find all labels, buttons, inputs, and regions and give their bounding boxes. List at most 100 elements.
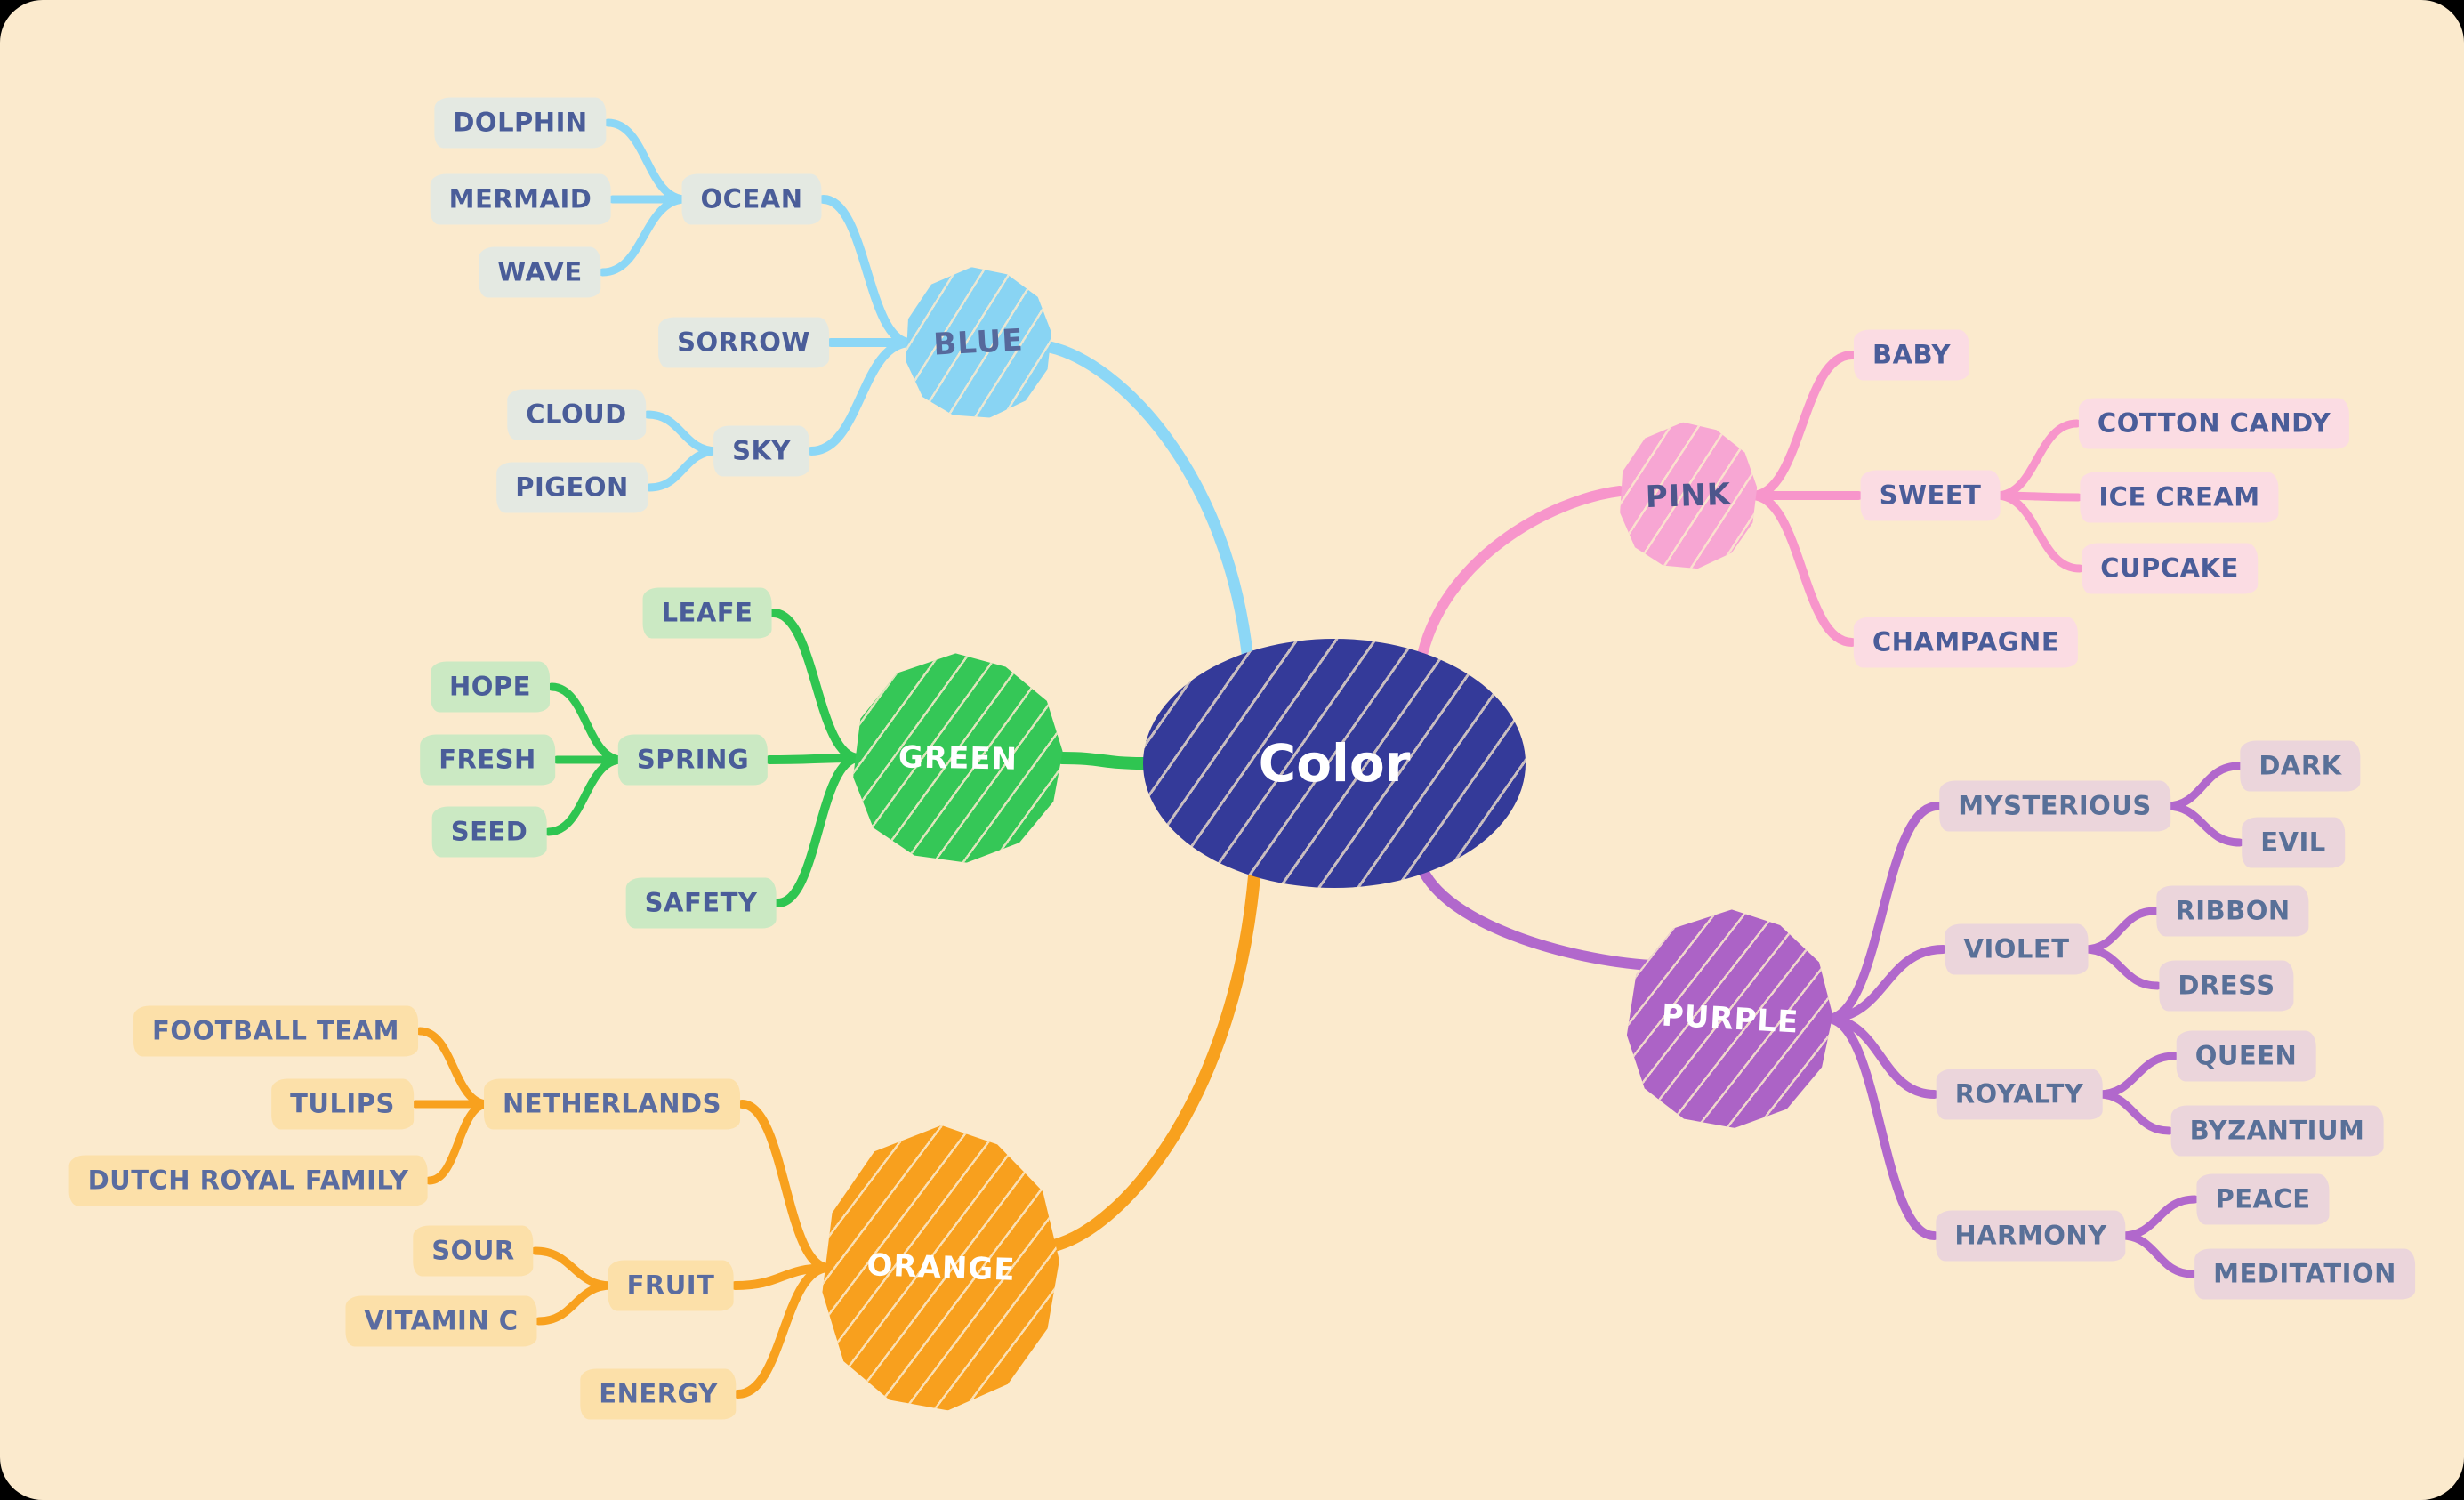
edge-purple-violet — [1823, 945, 1948, 1023]
node-hope[interactable]: HOPE — [431, 661, 550, 713]
node-label: SWEET — [1879, 480, 1982, 511]
node-blue[interactable]: BLUE — [901, 263, 1056, 422]
node-football-team[interactable]: FOOTBALL TEAM — [133, 1005, 418, 1057]
node-dress[interactable]: DRESS — [2159, 960, 2294, 1012]
node-sorrow[interactable]: SORROW — [658, 317, 829, 368]
node-label: MYSTERIOUS — [1958, 790, 2152, 821]
node-baby[interactable]: BABY — [1853, 329, 1970, 381]
node-label: ICE CREAM — [2098, 481, 2260, 512]
edge-color-pink — [1415, 486, 1625, 668]
node-label: DRESS — [2178, 970, 2275, 1001]
edge-color-purple — [1415, 859, 1656, 971]
node-leafe[interactable]: LEAFE — [642, 587, 772, 639]
node-byzantium[interactable]: BYZANTIUM — [2170, 1105, 2384, 1157]
node-label: Color — [1258, 733, 1411, 794]
edge-harmony-meditation — [2118, 1231, 2197, 1278]
edge-orange-netherlands — [737, 1100, 833, 1272]
node-fresh[interactable]: FRESH — [420, 734, 555, 786]
node-cloud[interactable]: CLOUD — [507, 389, 646, 440]
node-label: PEACE — [2215, 1183, 2311, 1214]
edge-blue-sky — [807, 338, 915, 456]
node-cotton-candy[interactable]: COTTON CANDY — [2078, 398, 2350, 449]
node-purple[interactable]: PURPLE — [1623, 905, 1839, 1133]
node-cupcake[interactable]: CUPCAKE — [2082, 543, 2258, 594]
node-pigeon[interactable]: PIGEON — [496, 462, 648, 513]
node-label: DUTCH ROYAL FAMILY — [87, 1165, 409, 1196]
node-label: BLUE — [932, 322, 1025, 363]
edge-pink-champagne — [1747, 491, 1856, 647]
edge-green-safety — [773, 754, 864, 907]
edge-violet-dress — [2081, 945, 2162, 990]
node-label: SKY — [732, 435, 791, 466]
node-color[interactable]: Color — [1143, 639, 1526, 888]
node-mermaid[interactable]: MERMAID — [430, 173, 611, 225]
node-label: OCEAN — [700, 183, 803, 214]
node-champagne[interactable]: CHAMPAGNE — [1853, 617, 2079, 668]
node-label: QUEEN — [2194, 1040, 2298, 1071]
node-label: HARMONY — [1954, 1220, 2107, 1251]
node-label: VITAMIN C — [364, 1305, 519, 1336]
node-vitamin-c[interactable]: VITAMIN C — [345, 1295, 537, 1347]
node-label: GREEN — [898, 738, 1019, 778]
node-label: ORANGE — [866, 1247, 1017, 1288]
node-label: ROYALTY — [1954, 1078, 2084, 1109]
node-tulips[interactable]: TULIPS — [271, 1078, 414, 1130]
node-dark[interactable]: DARK — [2240, 740, 2361, 792]
node-label: TULIPS — [290, 1088, 395, 1119]
edge-ocean-wave — [599, 195, 689, 277]
node-fruit[interactable]: FRUIT — [608, 1260, 734, 1311]
node-mysterious[interactable]: MYSTERIOUS — [1939, 780, 2170, 832]
node-harmony[interactable]: HARMONY — [1936, 1210, 2126, 1262]
node-dolphin[interactable]: DOLPHIN — [434, 97, 607, 149]
node-ice-cream[interactable]: ICE CREAM — [2080, 472, 2279, 523]
edge-royalty-byzantium — [2095, 1090, 2173, 1135]
node-label: SPRING — [636, 744, 750, 775]
edge-fruit-vitamin-c — [535, 1281, 616, 1326]
edge-spring-seed — [544, 755, 626, 836]
node-label: PINK — [1645, 476, 1732, 515]
node-peace[interactable]: PEACE — [2196, 1173, 2330, 1225]
node-label: COTTON CANDY — [2097, 407, 2331, 439]
node-label: SEED — [450, 816, 528, 847]
edge-purple-harmony — [1823, 1014, 1939, 1240]
node-royalty[interactable]: ROYALTY — [1936, 1069, 2103, 1120]
node-label: FRUIT — [626, 1270, 715, 1301]
node-pink[interactable]: PINK — [1617, 420, 1760, 571]
edge-color-green — [1056, 752, 1149, 770]
node-netherlands[interactable]: NETHERLANDS — [484, 1078, 740, 1130]
node-wave[interactable]: WAVE — [479, 246, 601, 298]
node-spring[interactable]: SPRING — [617, 734, 769, 786]
node-label: DOLPHIN — [453, 107, 588, 138]
node-label: PURPLE — [1660, 996, 1800, 1041]
node-violet[interactable]: VIOLET — [1945, 923, 2089, 975]
node-label: ENERGY — [599, 1378, 718, 1409]
node-label: FOOTBALL TEAM — [152, 1015, 399, 1046]
edge-pink-baby — [1747, 351, 1856, 500]
edge-netherlands-dutch-royal-family — [425, 1100, 492, 1185]
edge-blue-ocean — [818, 195, 915, 347]
node-energy[interactable]: ENERGY — [580, 1368, 737, 1420]
node-label: SAFETY — [644, 887, 758, 918]
node-sour[interactable]: SOUR — [413, 1225, 534, 1277]
node-label: SOUR — [431, 1235, 515, 1266]
node-evil[interactable]: EVIL — [2242, 817, 2345, 868]
node-label: PIGEON — [515, 472, 629, 503]
edge-mysterious-evil — [2162, 802, 2244, 847]
node-label: SORROW — [677, 327, 810, 358]
node-meditation[interactable]: MEDITATION — [2194, 1248, 2415, 1300]
node-seed[interactable]: SEED — [431, 806, 547, 858]
node-orange[interactable]: ORANGE — [818, 1121, 1064, 1414]
node-label: WAVE — [497, 256, 583, 287]
node-green[interactable]: GREEN — [851, 651, 1064, 864]
node-ocean[interactable]: OCEAN — [681, 173, 822, 225]
node-dutch-royal-family[interactable]: DUTCH ROYAL FAMILY — [68, 1155, 428, 1206]
edge-green-leafe — [769, 609, 864, 762]
node-queen[interactable]: QUEEN — [2176, 1030, 2316, 1082]
node-ribbon[interactable]: RIBBON — [2156, 885, 2309, 937]
node-sky[interactable]: SKY — [713, 425, 809, 477]
node-safety[interactable]: SAFETY — [625, 877, 777, 929]
node-sweet[interactable]: SWEET — [1860, 470, 2001, 521]
